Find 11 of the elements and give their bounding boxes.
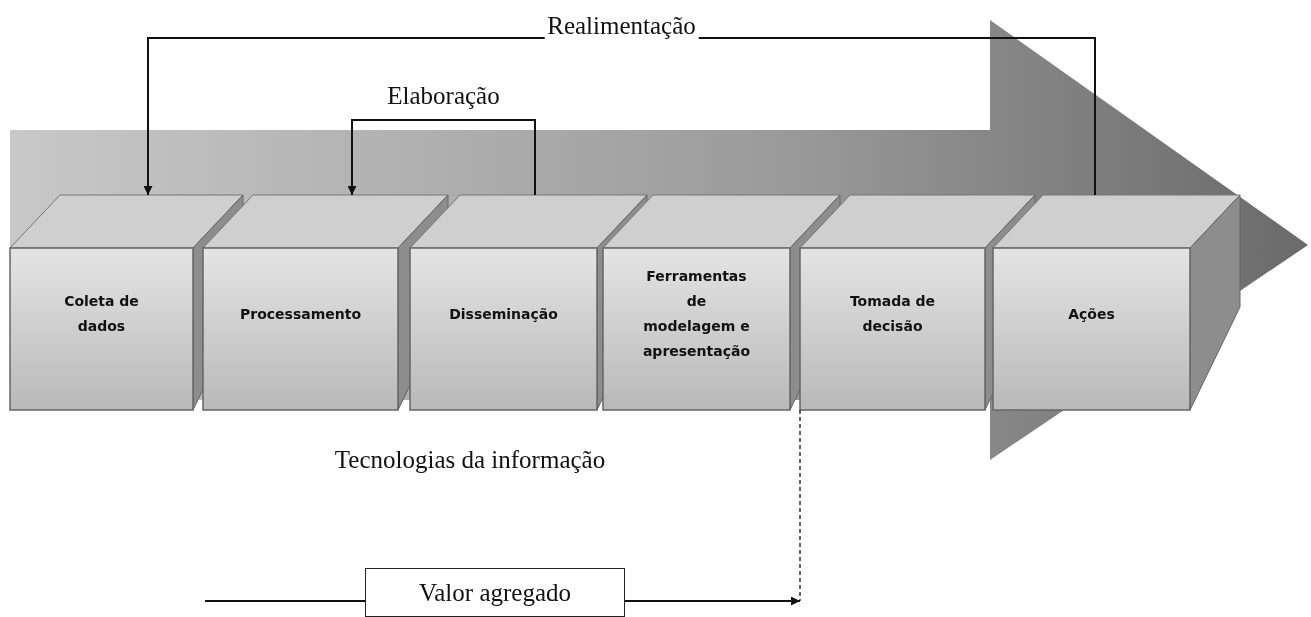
cube-label: Coleta de dados [63,292,140,336]
dashed-line [799,409,801,602]
text-box: Valor agregado [365,568,625,617]
arrow [624,596,801,606]
cube-label: Tomada de decisão [848,292,937,336]
cube-label: Ferramentas de modelagem e apresentação [641,267,752,361]
caption-text: Tecnologias da informação [334,446,606,474]
cube-label: Processamento [239,304,362,324]
arrow [347,119,536,196]
cube-label: Ações [1068,304,1115,324]
cube-label: Disseminação [449,304,558,324]
